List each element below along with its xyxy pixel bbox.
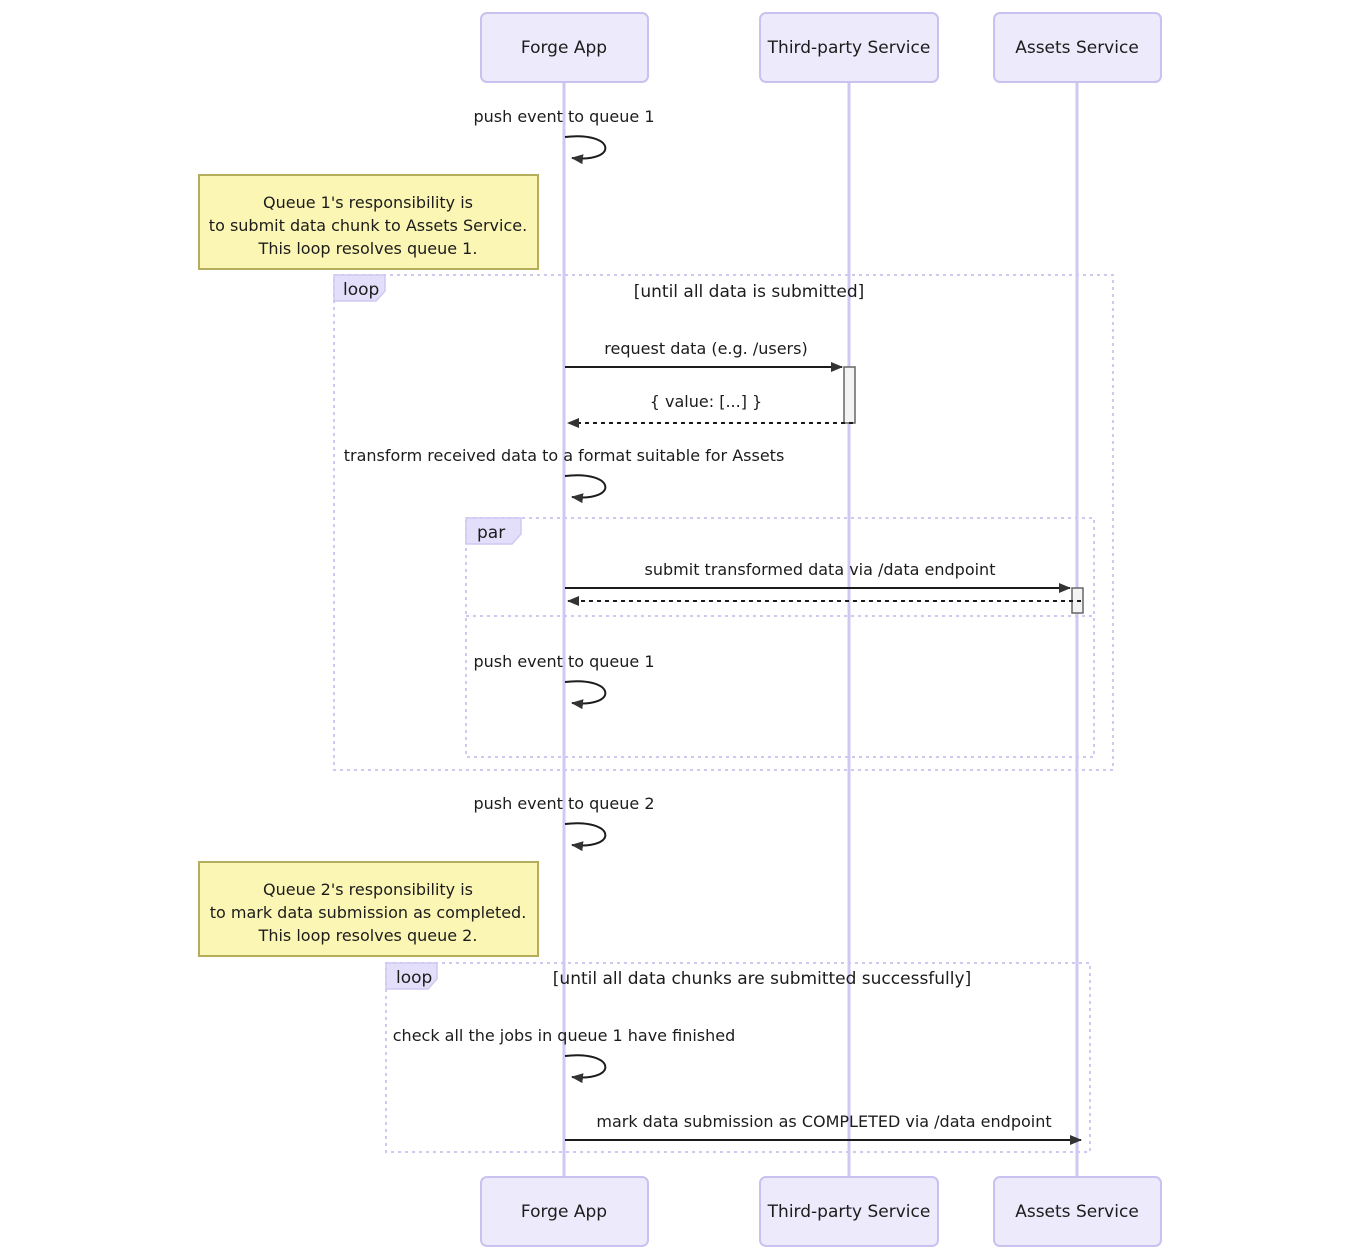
- message-push-event-queue-1-par: push event to queue 1: [473, 652, 655, 710]
- participant-label: Forge App: [521, 1202, 607, 1222]
- note-line-2: to submit data chunk to Assets Service.: [209, 216, 527, 235]
- message-label: submit transformed data via /data endpoi…: [645, 560, 996, 579]
- lifelines: [562, 82, 1079, 1178]
- message-transform-data: transform received data to a format suit…: [344, 446, 785, 504]
- message-check-jobs-finished: check all the jobs in queue 1 have finis…: [393, 1026, 736, 1084]
- fragment-loop2-condition: [until all data chunks are submitted suc…: [553, 969, 971, 989]
- participant-box[interactable]: [480, 12, 649, 83]
- self-loop-arrow: [564, 822, 607, 852]
- participant-box[interactable]: [480, 1176, 649, 1247]
- note-line-2: to mark data submission as completed.: [210, 903, 527, 922]
- fragment-par1-tab: [465, 517, 522, 545]
- fragment-loop1-tab: [333, 274, 386, 302]
- participant-box[interactable]: [759, 1176, 939, 1247]
- message-request-data: request data (e.g. /users): [565, 339, 843, 372]
- message-label: push event to queue 1: [473, 652, 654, 671]
- message-label: push event to queue 1: [473, 107, 654, 126]
- message-label: request data (e.g. /users): [604, 339, 807, 358]
- message-label: { value: [...] }: [650, 392, 762, 411]
- participant-forge-bottom[interactable]: Forge App: [480, 1176, 649, 1247]
- message-label: mark data submission as COMPLETED via /d…: [596, 1112, 1051, 1131]
- participant-label: Assets Service: [1015, 1202, 1139, 1222]
- note-line-1: Queue 2's responsibility is: [263, 880, 473, 899]
- note-line-3: This loop resolves queue 2.: [258, 926, 478, 945]
- participant-box[interactable]: [993, 12, 1162, 83]
- participant-box[interactable]: [759, 12, 939, 83]
- message-label: transform received data to a format suit…: [344, 446, 785, 465]
- participant-assets-top[interactable]: Assets Service: [993, 12, 1162, 83]
- participant-third-party-top[interactable]: Third-party Service: [759, 12, 939, 83]
- participant-label: Forge App: [521, 38, 607, 58]
- activation-bar-third: [843, 366, 856, 424]
- message-value-reply: { value: [...] }: [567, 392, 853, 428]
- note-box: [198, 861, 539, 957]
- note-line-1: Queue 1's responsibility is: [263, 193, 473, 212]
- self-loop-arrow: [564, 680, 607, 710]
- participant-third-party-bottom[interactable]: Third-party Service: [759, 1176, 939, 1247]
- fragment-loop2-border: [385, 962, 1091, 1153]
- message-label: check all the jobs in queue 1 have finis…: [393, 1026, 736, 1045]
- message-label: push event to queue 2: [473, 794, 654, 813]
- participant-box[interactable]: [993, 1176, 1162, 1247]
- self-loop-arrow: [564, 1054, 607, 1084]
- fragment-par1: par: [465, 517, 1095, 758]
- participants-top: Forge App Third-party Service Assets Ser…: [480, 12, 1162, 83]
- fragment-loop2: loop [until all data chunks are submitte…: [385, 962, 1091, 1153]
- message-push-event-queue-2: push event to queue 2: [473, 794, 655, 852]
- fragment-loop1-condition: [until all data is submitted]: [634, 282, 865, 302]
- fragment-loop2-tab: [385, 962, 438, 990]
- fragment-loop2-kind: loop: [396, 968, 432, 988]
- self-loop-arrow: [564, 474, 607, 504]
- fragment-par1-kind: par: [477, 523, 505, 543]
- note-queue-1-responsibility: Queue 1's responsibility is to submit da…: [198, 174, 539, 270]
- message-submit-transformed-data: submit transformed data via /data endpoi…: [565, 560, 1071, 593]
- fragment-par1-border: [465, 517, 1095, 758]
- participant-label: Third-party Service: [767, 1202, 931, 1222]
- participant-label: Assets Service: [1015, 38, 1139, 58]
- note-line-3: This loop resolves queue 1.: [258, 239, 478, 258]
- participant-label: Third-party Service: [767, 38, 931, 58]
- participant-assets-bottom[interactable]: Assets Service: [993, 1176, 1162, 1247]
- participants-bottom: Forge App Third-party Service Assets Ser…: [480, 1176, 1162, 1247]
- message-push-event-queue-1-top: push event to queue 1: [473, 107, 655, 165]
- fragment-loop1: loop [until all data is submitted]: [333, 274, 1114, 771]
- note-box: [198, 174, 539, 270]
- fragment-loop1-kind: loop: [343, 280, 379, 300]
- note-queue-2-responsibility: Queue 2's responsibility is to mark data…: [198, 861, 539, 957]
- self-loop-arrow: [564, 135, 607, 165]
- message-mark-completed: mark data submission as COMPLETED via /d…: [565, 1112, 1082, 1145]
- participant-forge-top[interactable]: Forge App: [480, 12, 649, 83]
